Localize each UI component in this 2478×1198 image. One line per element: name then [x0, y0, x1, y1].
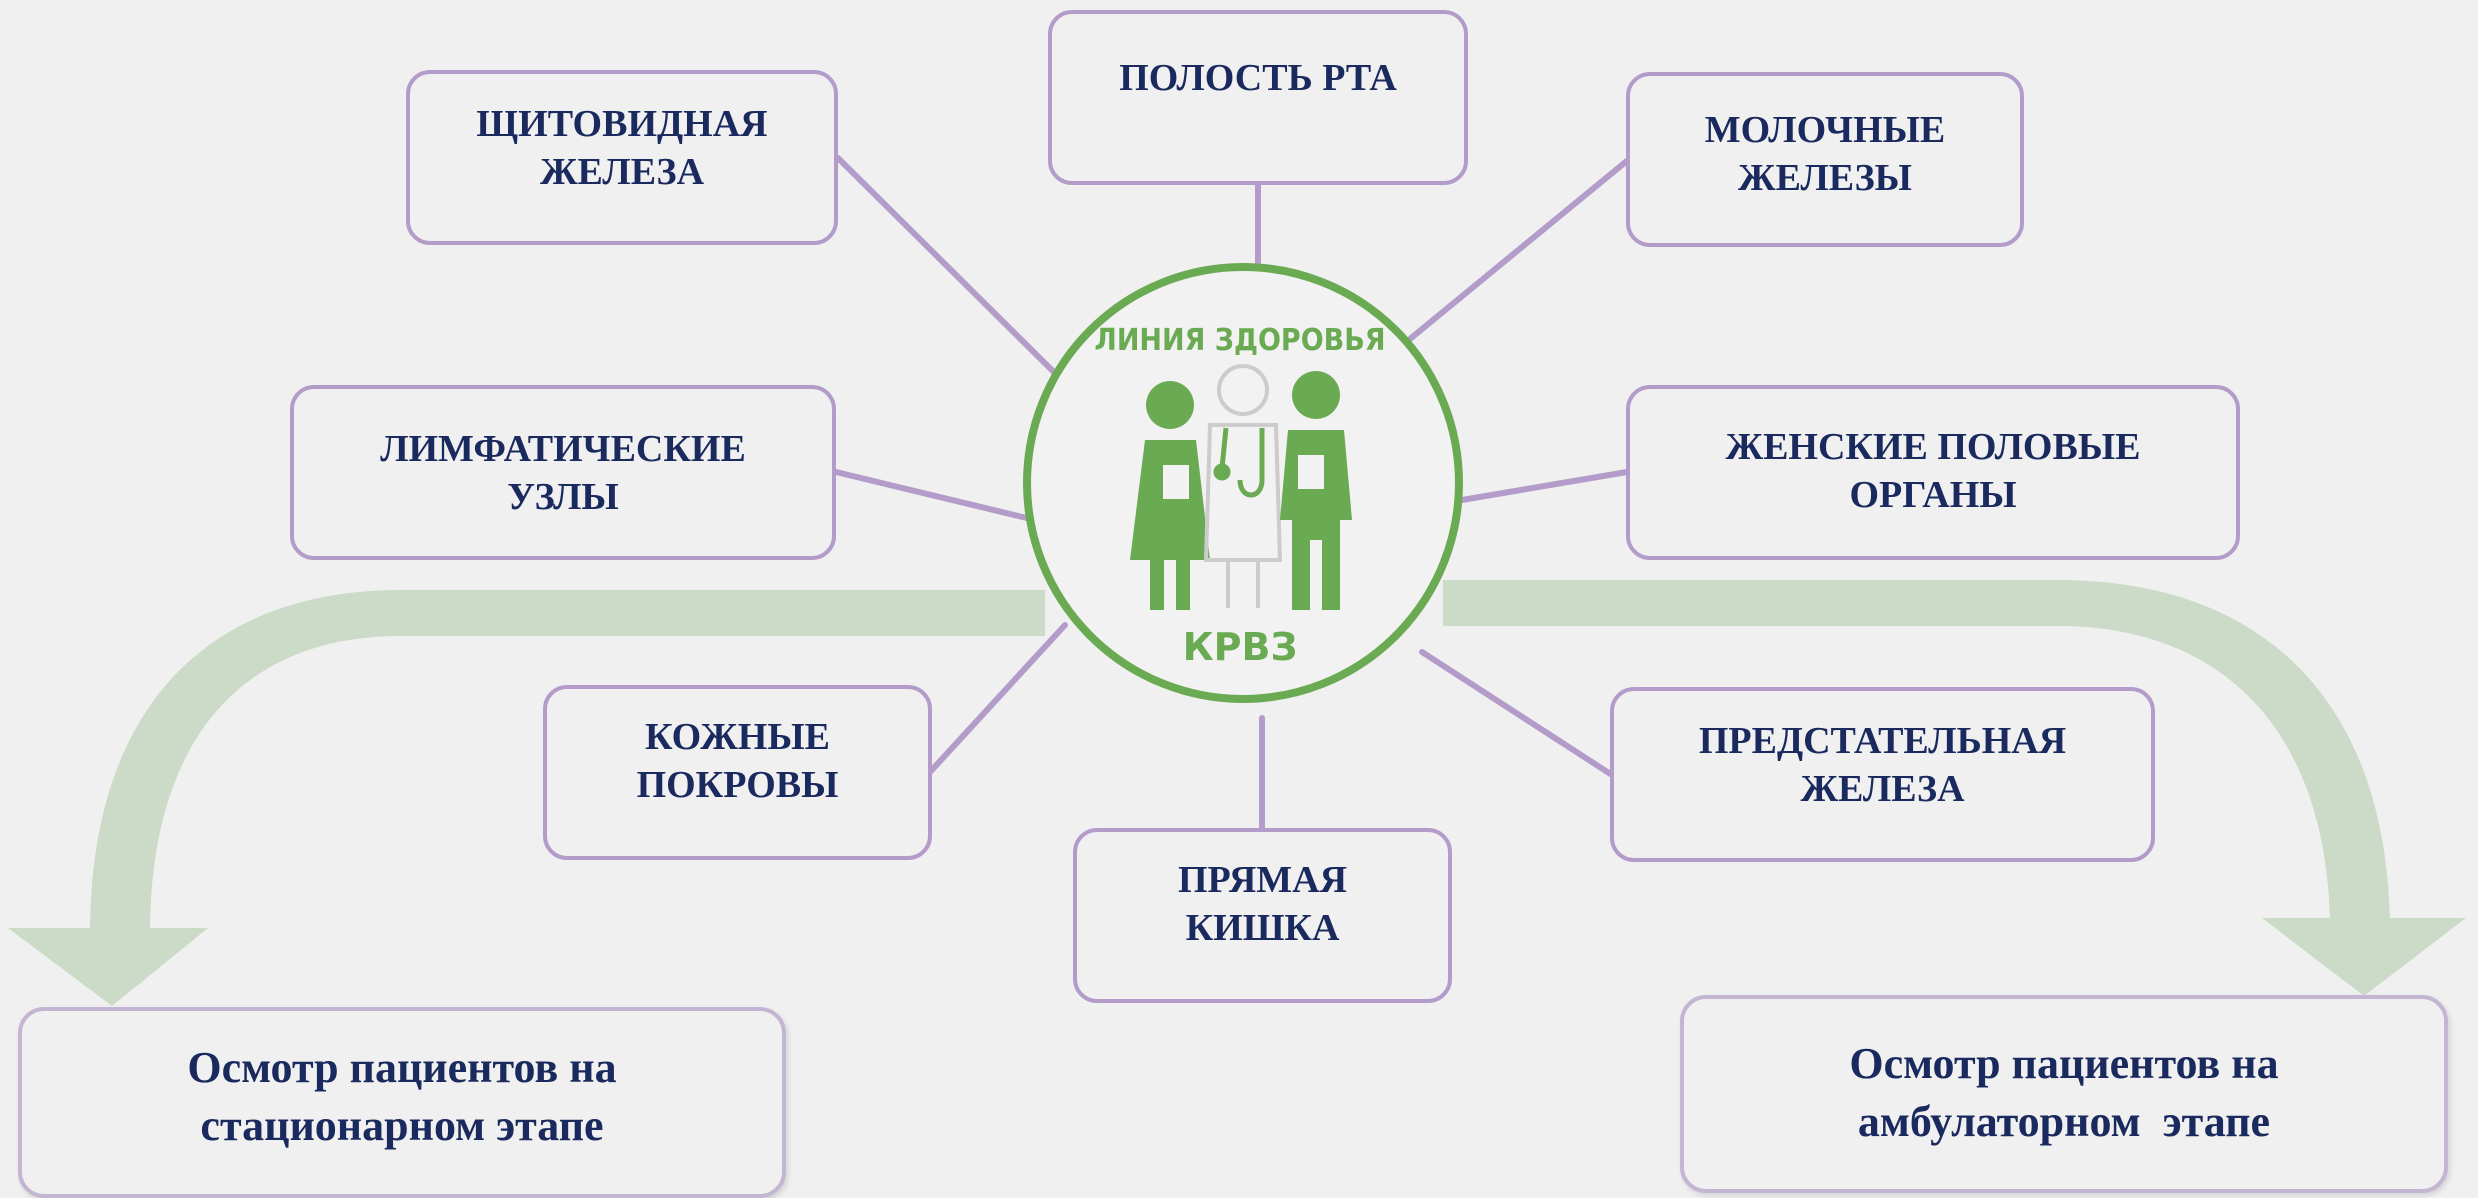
node-lymph-line1: ЛИМФАТИЧЕСКИЕ — [380, 428, 746, 470]
doctor-figure-icon — [1203, 364, 1283, 608]
node-thyroid-line2: ЖЕЛЕЗА — [539, 151, 705, 193]
node-oral-cavity-line1: ПОЛОСТЬ РТА — [1119, 57, 1397, 99]
connector-mammary — [1385, 157, 1631, 360]
node-female: ЖЕНСКИЕ ПОЛОВЫЕ ОРГАНЫ — [1626, 385, 2240, 560]
connector-female — [1459, 469, 1630, 503]
stage-inpatient-line1: Осмотр пациентов на — [187, 1043, 617, 1092]
node-mammary-line1: МОЛОЧНЫЕ — [1704, 109, 1946, 151]
node-skin: КОЖНЫЕ ПОКРОВЫ — [543, 685, 932, 860]
logo-abbreviation: КРВЗ — [1183, 625, 1298, 669]
logo-title: ЛИНИЯ ЗДОРОВЬЯ — [1094, 323, 1385, 358]
stage-outpatient: Осмотр пациентов на амбулаторном этапе — [1680, 995, 2448, 1193]
right-curved-arrow — [1443, 580, 2390, 928]
node-rectum: ПРЯМАЯ КИШКА — [1073, 828, 1452, 1003]
node-lymph-line2: УЗЛЫ — [507, 476, 619, 518]
node-thyroid: ЩИТОВИДНАЯ ЖЕЛЕЗА — [406, 70, 838, 245]
connector-skin — [927, 622, 1068, 775]
stage-outpatient-line1: Осмотр пациентов на — [1849, 1039, 2279, 1088]
stage-inpatient-line2: стационарном этапе — [200, 1101, 604, 1150]
node-skin-line1: КОЖНЫЕ — [644, 716, 830, 758]
right-arrow-head — [2262, 918, 2466, 996]
node-rectum-line1: ПРЯМАЯ — [1177, 859, 1348, 901]
stage-outpatient-line2: амбулаторном этапе — [1857, 1097, 2271, 1146]
node-thyroid-line1: ЩИТОВИДНАЯ — [476, 103, 768, 145]
man-figure-icon — [1280, 371, 1352, 610]
connector-lymph — [833, 469, 1038, 523]
left-curved-arrow — [90, 590, 1045, 928]
connector-thyroid — [835, 155, 1078, 396]
woman-figure-icon — [1130, 381, 1210, 610]
node-female-line2: ОРГАНЫ — [1849, 474, 2017, 516]
node-mammary: МОЛОЧНЫЕ ЖЕЛЕЗЫ — [1626, 72, 2024, 247]
node-skin-line2: ПОКРОВЫ — [636, 764, 839, 806]
left-arrow-head — [8, 928, 208, 1006]
node-female-line1: ЖЕНСКИЕ ПОЛОВЫЕ — [1725, 426, 2141, 468]
node-prostate-line2: ЖЕЛЕЗА — [1800, 768, 1965, 810]
connector-prostate — [1419, 649, 1615, 778]
node-mammary-line2: ЖЕЛЕЗЫ — [1738, 157, 1912, 199]
node-prostate-line1: ПРЕДСТАТЕЛЬНАЯ — [1698, 720, 2067, 762]
stage-inpatient: Осмотр пациентов на стационарном этапе — [18, 1007, 786, 1198]
node-rectum-line2: КИШКА — [1185, 907, 1340, 949]
health-line-logo: ЛИНИЯ ЗДОРОВЬЯ КРВЗ — [1023, 263, 1463, 703]
node-lymph: ЛИМФАТИЧЕСКИЕ УЗЛЫ — [290, 385, 836, 560]
node-prostate: ПРЕДСТАТЕЛЬНАЯ ЖЕЛЕЗА — [1610, 687, 2155, 862]
node-oral-cavity: ПОЛОСТЬ РТА — [1048, 10, 1468, 185]
stethoscope-icon — [1213, 427, 1265, 498]
